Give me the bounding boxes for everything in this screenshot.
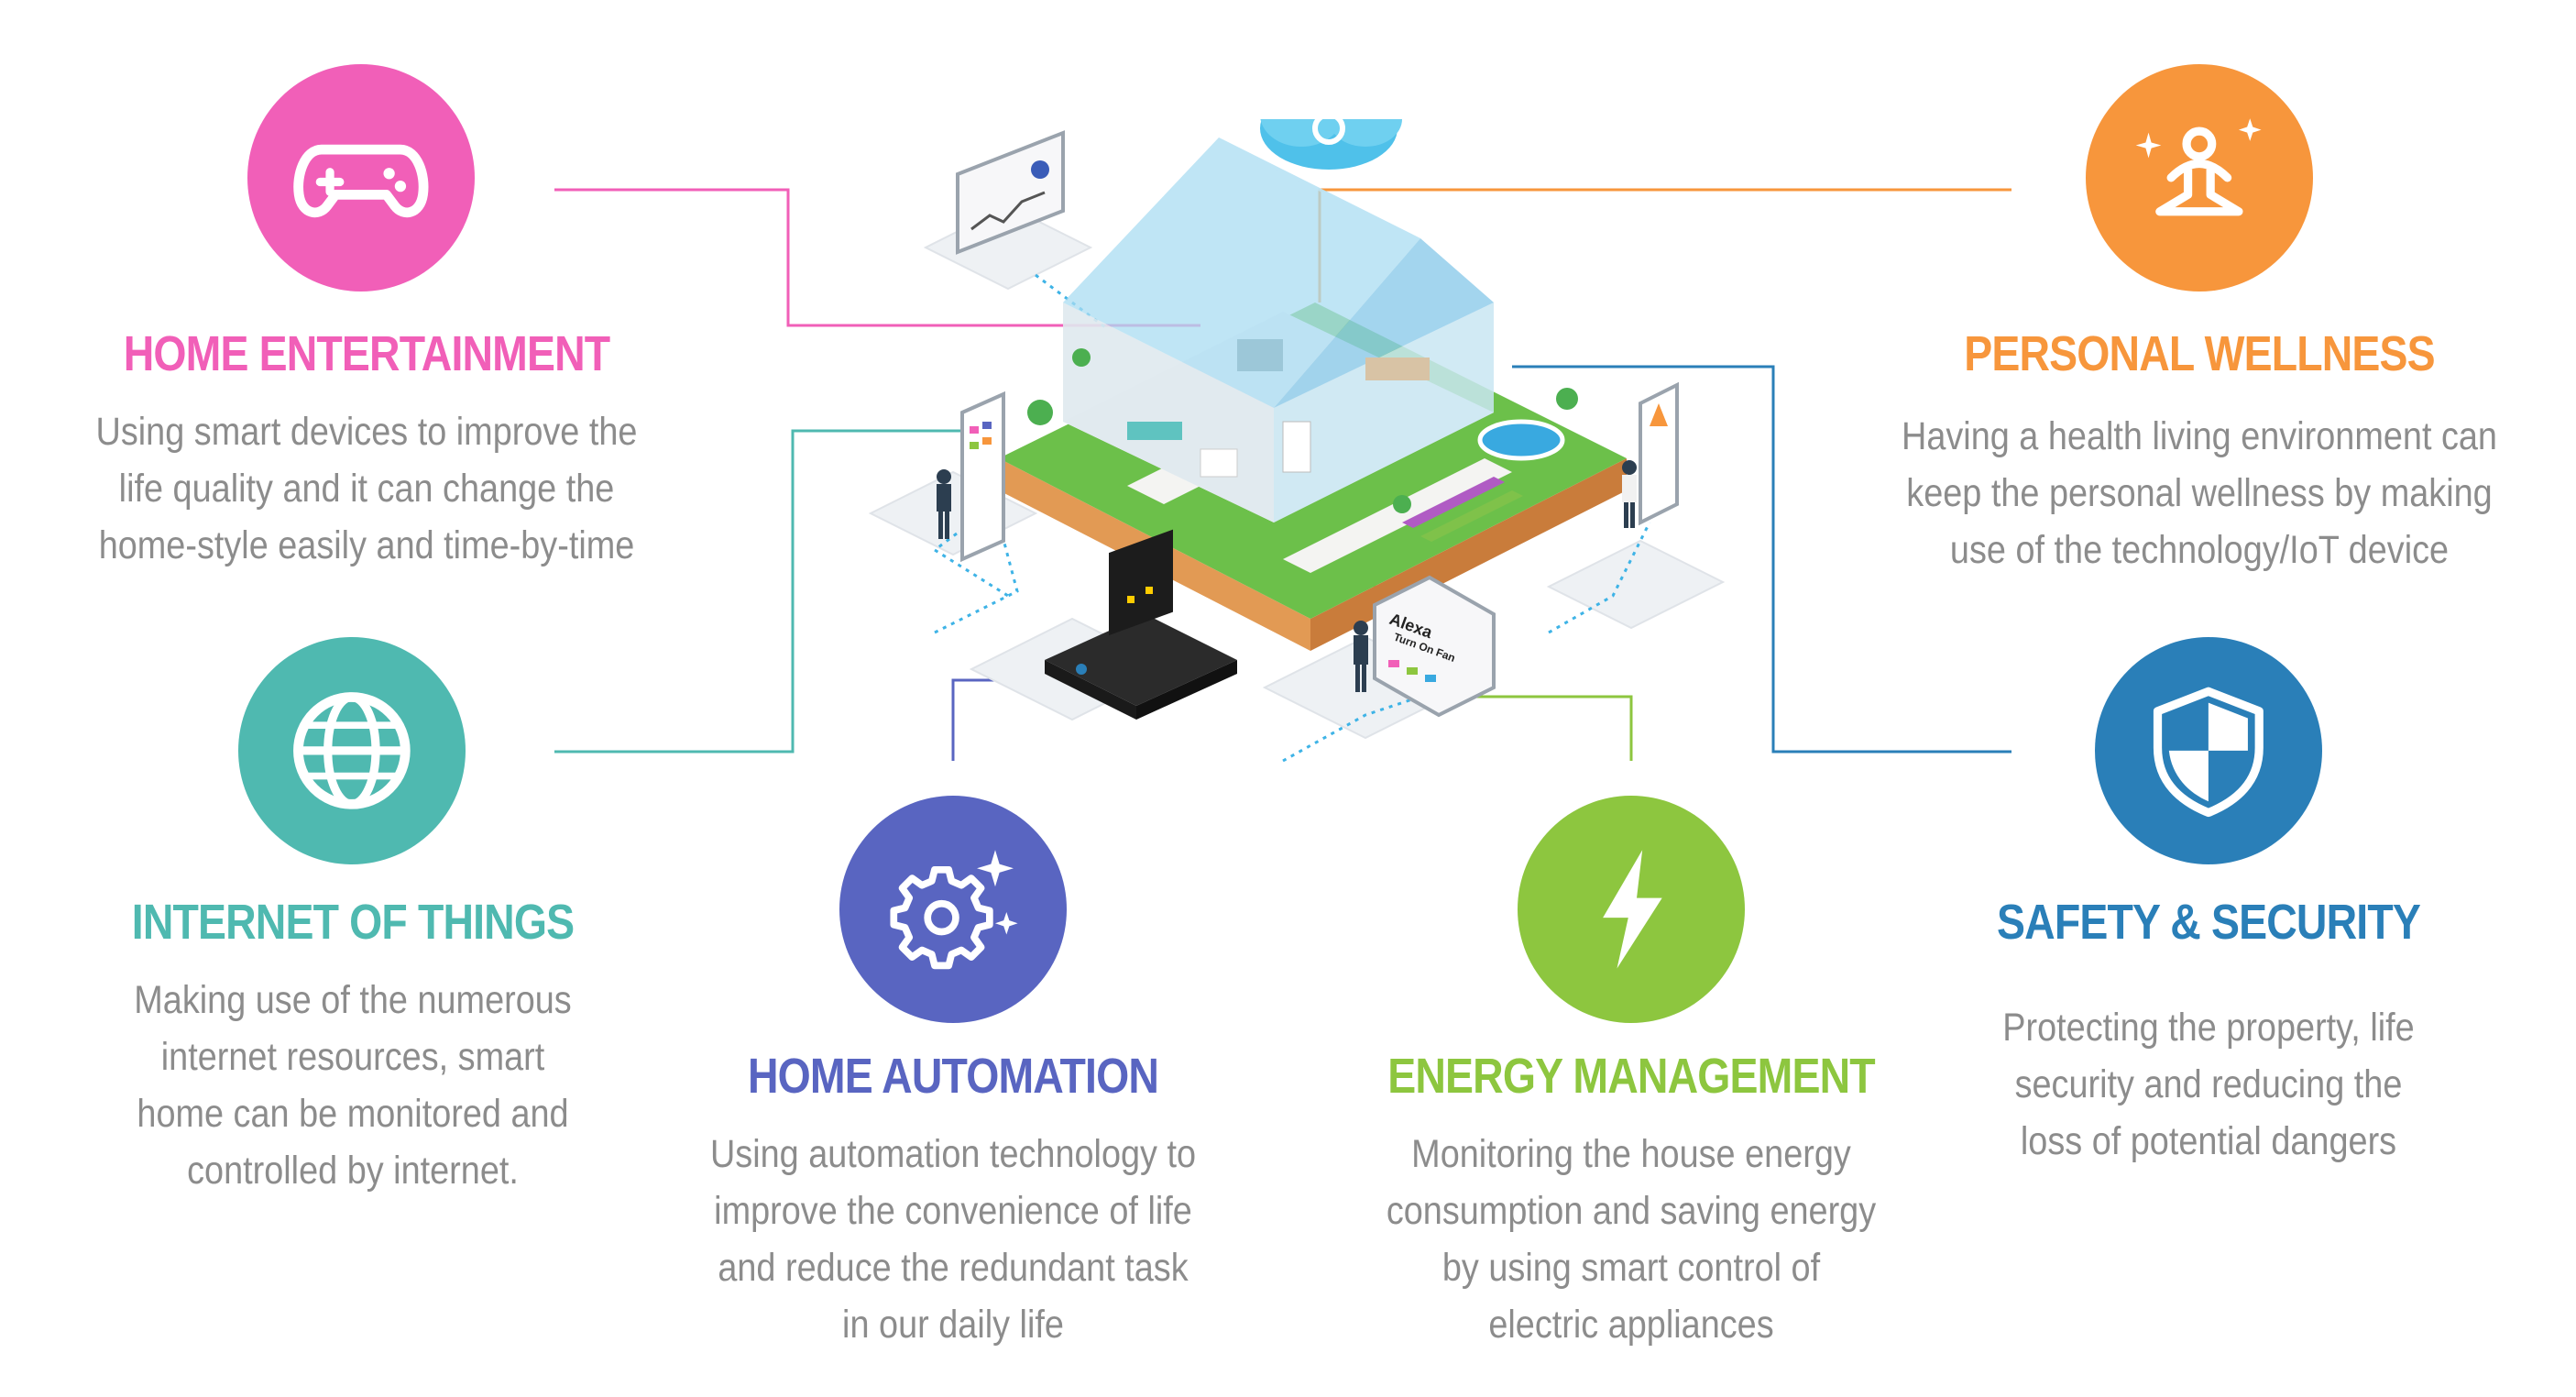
cloud-icon bbox=[1260, 119, 1402, 170]
feature-energy-management: ENERGY MANAGEMENT Monitoring the house e… bbox=[1310, 796, 1952, 1364]
wellness-circle bbox=[2086, 64, 2313, 292]
touchscreen-kiosk bbox=[960, 390, 1005, 563]
automation-desc-line: Using automation technology to bbox=[709, 1132, 1197, 1176]
iot-title: INTERNET OF THINGS bbox=[131, 895, 575, 950]
iot-description: Making use of the numerous internet reso… bbox=[74, 972, 630, 1199]
safety-title: SAFETY & SECURITY bbox=[1997, 895, 2421, 950]
entertainment-circle bbox=[247, 64, 475, 292]
automation-title: HOME AUTOMATION bbox=[747, 1049, 1159, 1104]
alexa-panel: Alexa Turn On Fan bbox=[1373, 575, 1496, 718]
iot-desc-line: Making use of the numerous bbox=[134, 978, 572, 1022]
feature-internet-of-things: INTERNET OF THINGS Making use of the num… bbox=[37, 637, 669, 1224]
house-wall-right bbox=[1274, 302, 1494, 522]
globe-icon bbox=[293, 692, 411, 809]
automation-desc-line: improve the convenience of life bbox=[714, 1189, 1192, 1233]
feature-safety-security: SAFETY & SECURITY Protecting the propert… bbox=[1934, 637, 2483, 1187]
entertainment-connector bbox=[554, 188, 1200, 327]
iot-desc-line: home can be monitored and bbox=[137, 1092, 569, 1136]
lightning-icon bbox=[1603, 850, 1662, 969]
microcontroller-board bbox=[1045, 529, 1237, 720]
entertainment-desc-line: Using smart devices to improve the bbox=[95, 410, 638, 454]
garden-path-2 bbox=[1283, 458, 1512, 573]
person-right bbox=[1622, 460, 1637, 528]
feature-home-entertainment: HOME ENTERTAINMENT Using smart devices t… bbox=[37, 64, 696, 578]
wellness-desc-line: Having a health living environment can bbox=[1902, 414, 2497, 458]
automation-circle bbox=[839, 796, 1067, 1023]
smart-phone-panel bbox=[1639, 381, 1679, 526]
entertainment-title: HOME ENTERTAINMENT bbox=[123, 326, 610, 381]
safety-description: Protecting the property, life security a… bbox=[1967, 999, 2450, 1170]
safety-desc-line: Protecting the property, life bbox=[2002, 1006, 2415, 1050]
meditation-icon bbox=[2135, 118, 2262, 216]
energy-desc-line: by using smart control of bbox=[1441, 1246, 1821, 1290]
pool bbox=[1477, 419, 1565, 461]
safety-desc-line: loss of potential dangers bbox=[2020, 1119, 2397, 1163]
iot-connector bbox=[554, 429, 994, 754]
safety-desc-line: security and reducing the bbox=[2014, 1062, 2403, 1106]
energy-description: Monitoring the house energy consumption … bbox=[1349, 1126, 1913, 1353]
automation-desc-line: and reduce the redundant task bbox=[718, 1246, 1189, 1290]
iot-circle bbox=[238, 637, 466, 864]
energy-circle bbox=[1518, 796, 1745, 1023]
automation-description: Using automation technology to improve t… bbox=[679, 1126, 1227, 1353]
smart-home-illustration: Alexa Turn On Fan bbox=[868, 119, 1726, 763]
house-roof-left bbox=[1063, 138, 1420, 408]
house-gable bbox=[1219, 138, 1420, 238]
entertainment-desc-line: life quality and it can change the bbox=[118, 467, 615, 511]
safety-circle bbox=[2095, 637, 2322, 864]
flower-beds bbox=[1402, 477, 1523, 542]
wellness-title: PERSONAL WELLNESS bbox=[1964, 326, 2435, 381]
wellness-description: Having a health living environment can k… bbox=[1885, 408, 2514, 578]
iot-desc-line: internet resources, smart bbox=[160, 1035, 545, 1079]
safety-connector bbox=[1512, 365, 2011, 754]
automation-desc-line: in our daily life bbox=[842, 1303, 1064, 1347]
entertainment-description: Using smart devices to improve the life … bbox=[76, 403, 657, 574]
analytics-monitor bbox=[956, 130, 1065, 255]
interior-furniture bbox=[1127, 339, 1430, 478]
iot-desc-line: controlled by internet. bbox=[187, 1149, 519, 1193]
feature-personal-wellness: PERSONAL WELLNESS Having a health living… bbox=[1842, 64, 2557, 578]
entertainment-desc-line: home-style easily and time-by-time bbox=[98, 523, 635, 567]
feature-home-automation: HOME AUTOMATION Using automation technol… bbox=[641, 796, 1265, 1364]
gear-sparkle-icon bbox=[890, 850, 1018, 970]
energy-desc-line: consumption and saving energy bbox=[1386, 1189, 1877, 1233]
gamepad-icon bbox=[293, 144, 429, 218]
person-left bbox=[937, 469, 951, 539]
shield-icon bbox=[2154, 687, 2264, 818]
person-alexa bbox=[1354, 621, 1368, 692]
wellness-desc-line: use of the technology/IoT device bbox=[1949, 528, 2450, 572]
house-roof-right bbox=[1274, 238, 1494, 408]
energy-title: ENERGY MANAGEMENT bbox=[1387, 1049, 1875, 1104]
wellness-desc-line: keep the personal wellness by making bbox=[1906, 471, 2493, 515]
energy-desc-line: Monitoring the house energy bbox=[1411, 1132, 1851, 1176]
energy-desc-line: electric appliances bbox=[1488, 1303, 1774, 1347]
